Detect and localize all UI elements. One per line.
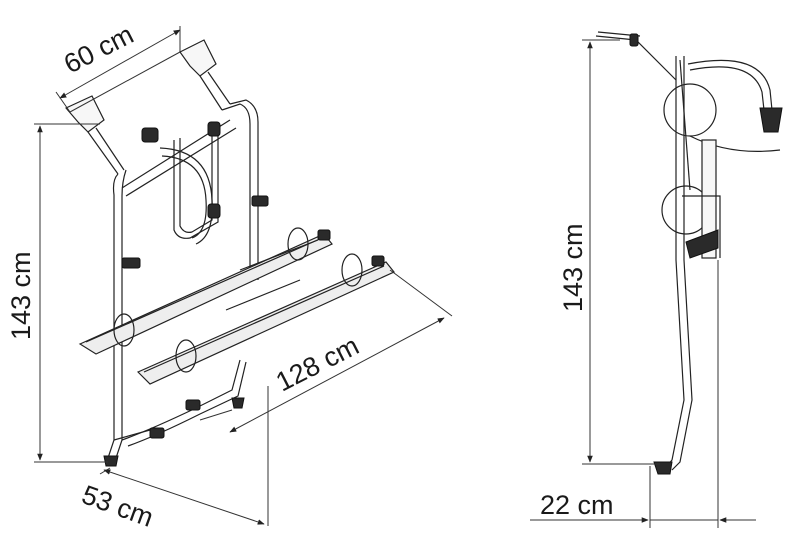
front-view: 60 cm 143 cm 128 cm 53 cm bbox=[6, 19, 453, 533]
dim-offset-side: 22 cm bbox=[530, 260, 756, 528]
dim-height-left: 143 cm bbox=[6, 123, 108, 463]
label-height-left: 143 cm bbox=[6, 251, 36, 340]
main-frame bbox=[103, 99, 269, 467]
dim-height-side: 143 cm bbox=[558, 39, 660, 465]
label-width-top: 60 cm bbox=[59, 19, 138, 79]
dim-width-top: 60 cm bbox=[55, 19, 181, 113]
side-view: 143 cm 22 cm bbox=[530, 31, 783, 528]
label-depth-bottom: 53 cm bbox=[78, 479, 157, 532]
top-left-bracket bbox=[65, 95, 125, 175]
label-length-rail: 128 cm bbox=[271, 330, 364, 397]
label-height-side: 143 cm bbox=[558, 223, 588, 312]
top-right-bracket bbox=[179, 39, 231, 111]
label-offset-side: 22 cm bbox=[540, 490, 614, 520]
